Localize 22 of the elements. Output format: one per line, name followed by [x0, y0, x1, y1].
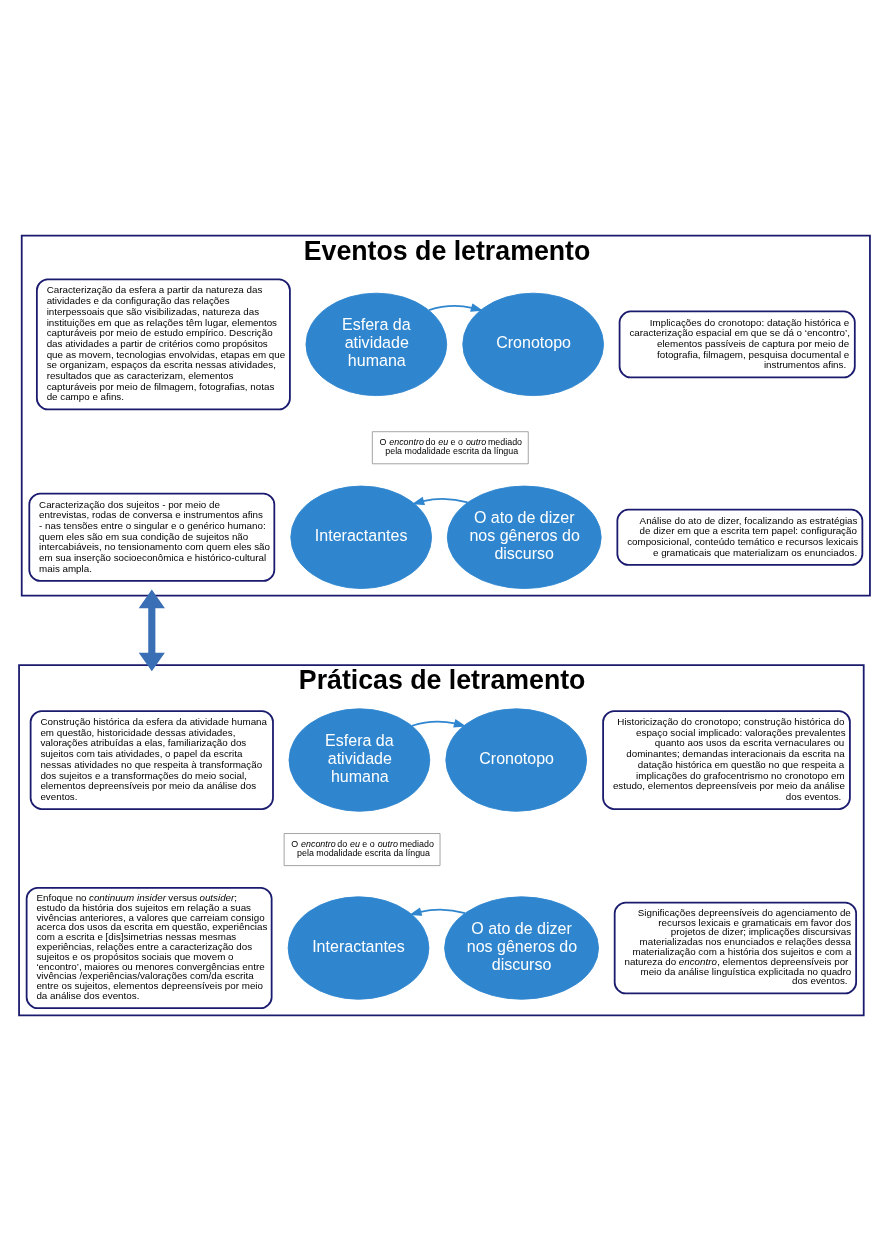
node-ellipse: O ato de dizer nos gêneros do discurso: [444, 895, 599, 1000]
node-ellipse: Esfera da atividade humana: [288, 707, 431, 812]
arrow: [409, 906, 466, 916]
node-box: Historicização do cronotopo; construção histórica do espaço social implicado: valorações prevalentes quanto aos usos da escrita vernaculares ou dominantes; demandas interacionais da escrita na datação histórica em questão no que respeita a implicações do grafocentrismo no cronotopo em estudo, elementos depreensíveis por meio da análise dos eventos.: [602, 709, 851, 810]
node-box: Significações depreensíveis do agenciamento de recursos lexicais e gramaticais em favor dos projetos de dizer; implicações discursivas materializadas nos enunciados e relações dessa materialização com a história dos sujeitos e com a natureza do encontro, elementos depreensíveis por meio da análise linguística explicitada no quadro dos eventos.: [613, 901, 858, 994]
node-ellipse: O ato de dizer nos gêneros do discurso: [446, 485, 602, 589]
arrow: [138, 588, 165, 671]
arrow: [411, 496, 469, 505]
node-box: Caracterização dos sujeitos - por meio de entrevistas, rodas de conversa e instrumentos afins - nas tensões entre o singular e o genérico humano: quem eles são em sua condição de sujeitos não intercabiáveis, no tensionamento com quem eles são em sua inserção socioeconômica e histórico-cultural mais ampla.: [28, 492, 276, 582]
node-box: Caracterização da esfera a partir da natureza das atividades e da configuração das relações interpessoais que são visibilizadas, natureza das instituições em que as relações têm lugar, elementos capturáveis por meio de estudo empírico. Descrição das atividades a partir de critérios como propósitos que as movem, tecnologias envolvidas, etapas em que se organizam, espaços da escrita nessas atividades, resultados que as caracterizam, elementos capturáveis por meio de filmagem, fotografias, notas de campo e afins.: [36, 277, 291, 410]
arrow: [428, 302, 484, 312]
node-box: O encontro do eu e o outro mediado pela modalidade escrita da língua: [371, 430, 529, 464]
node-ellipse: Esfera da atividade humana: [305, 292, 448, 396]
arrow: [411, 718, 467, 727]
node-ellipse: Cronotopo: [445, 707, 588, 812]
node-box: Análise do ato de dizer, focalizando as estratégias de dizer em que a escrita tem papel: configuração composicional, conteúdo temático e recursos lexicais e gramaticais que materializam os enunciados.: [616, 508, 864, 566]
node-ellipse: Cronotopo: [462, 292, 604, 396]
node-box: O encontro do eu e o outro mediado pela modalidade escrita da língua: [283, 832, 441, 866]
node-ellipse: Interactantes: [287, 895, 430, 1000]
node-box: Construção histórica da esfera da atividade humana em questão, historicidade dessas atividades, valorações atribuídas a elas, familiarização dos sujeitos com tais atividades, o papel da escrita nessas atividades no que respeita à transformação dos sujeitos e a transformações do meio social, elementos depreensíveis por meio da análise dos eventos.: [29, 709, 274, 810]
node-ellipse: Interactantes: [290, 485, 433, 589]
node-box: Implicações do cronotopo: datação histórica e caracterização espacial em que se dá o ‘encontro’, elementos passíveis de captura por meio de fotografia, filmagem, pesquisa documental e instrumentos afins.: [618, 310, 856, 378]
